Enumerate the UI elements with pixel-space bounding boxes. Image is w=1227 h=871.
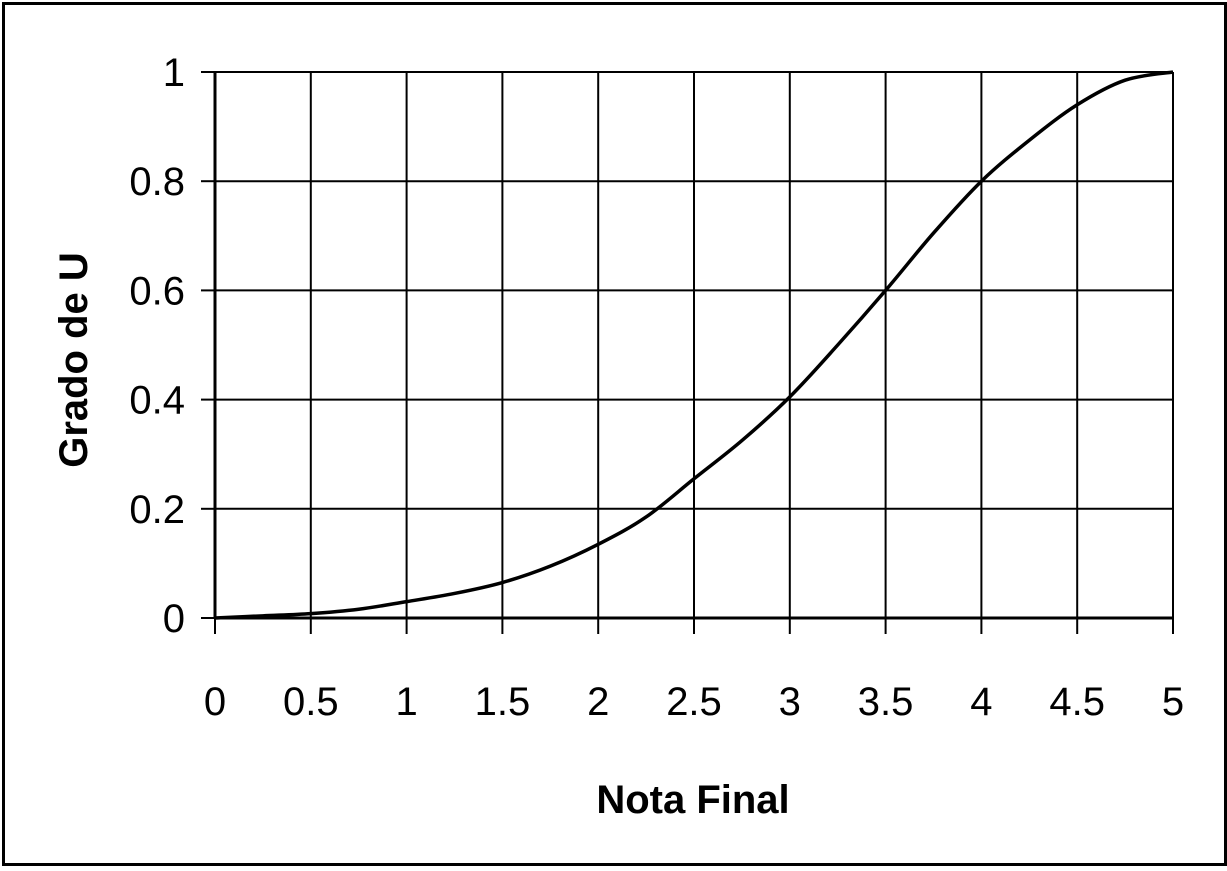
y-tick-label: 1 xyxy=(163,51,185,95)
x-tick-label: 4.5 xyxy=(1049,680,1105,724)
series xyxy=(214,70,1174,620)
x-tick-label: 5 xyxy=(1162,680,1184,724)
x-tick-label: 1.5 xyxy=(475,680,531,724)
x-tick-label: 3 xyxy=(779,680,801,724)
x-tick-label: 2.5 xyxy=(666,680,722,724)
x-axis-tick-labels: 0 0.5 1 1.5 2 2.5 3 3.5 4 4.5 5 xyxy=(204,680,1184,724)
x-tick-label: 2 xyxy=(587,680,609,724)
x-tick-label: 0.5 xyxy=(283,680,339,724)
y-tick-label: 0 xyxy=(163,597,185,641)
y-tick-label: 0.4 xyxy=(129,379,185,423)
grid xyxy=(214,71,1174,619)
y-axis-tick-labels: 0 0.2 0.4 0.6 0.8 1 xyxy=(129,51,185,641)
y-tick-label: 0.8 xyxy=(129,160,185,204)
x-tick-label: 4 xyxy=(970,680,992,724)
line-chart: 0 0.5 1 1.5 2 2.5 3 3.5 4 4.5 5 0 0.2 0.4 0.6 0.8 1 Not… xyxy=(52,51,1184,822)
x-axis-title: Nota Final xyxy=(596,778,789,822)
y-axis-title: Grado de U xyxy=(52,252,96,468)
axes xyxy=(201,71,1174,634)
x-tick-label: 3.5 xyxy=(858,680,914,724)
x-tick-label: 1 xyxy=(395,680,417,724)
x-tick-label: 0 xyxy=(204,680,226,724)
y-tick-label: 0.2 xyxy=(129,488,185,532)
series-line xyxy=(214,70,1174,620)
y-tick-label: 0.6 xyxy=(129,269,185,313)
